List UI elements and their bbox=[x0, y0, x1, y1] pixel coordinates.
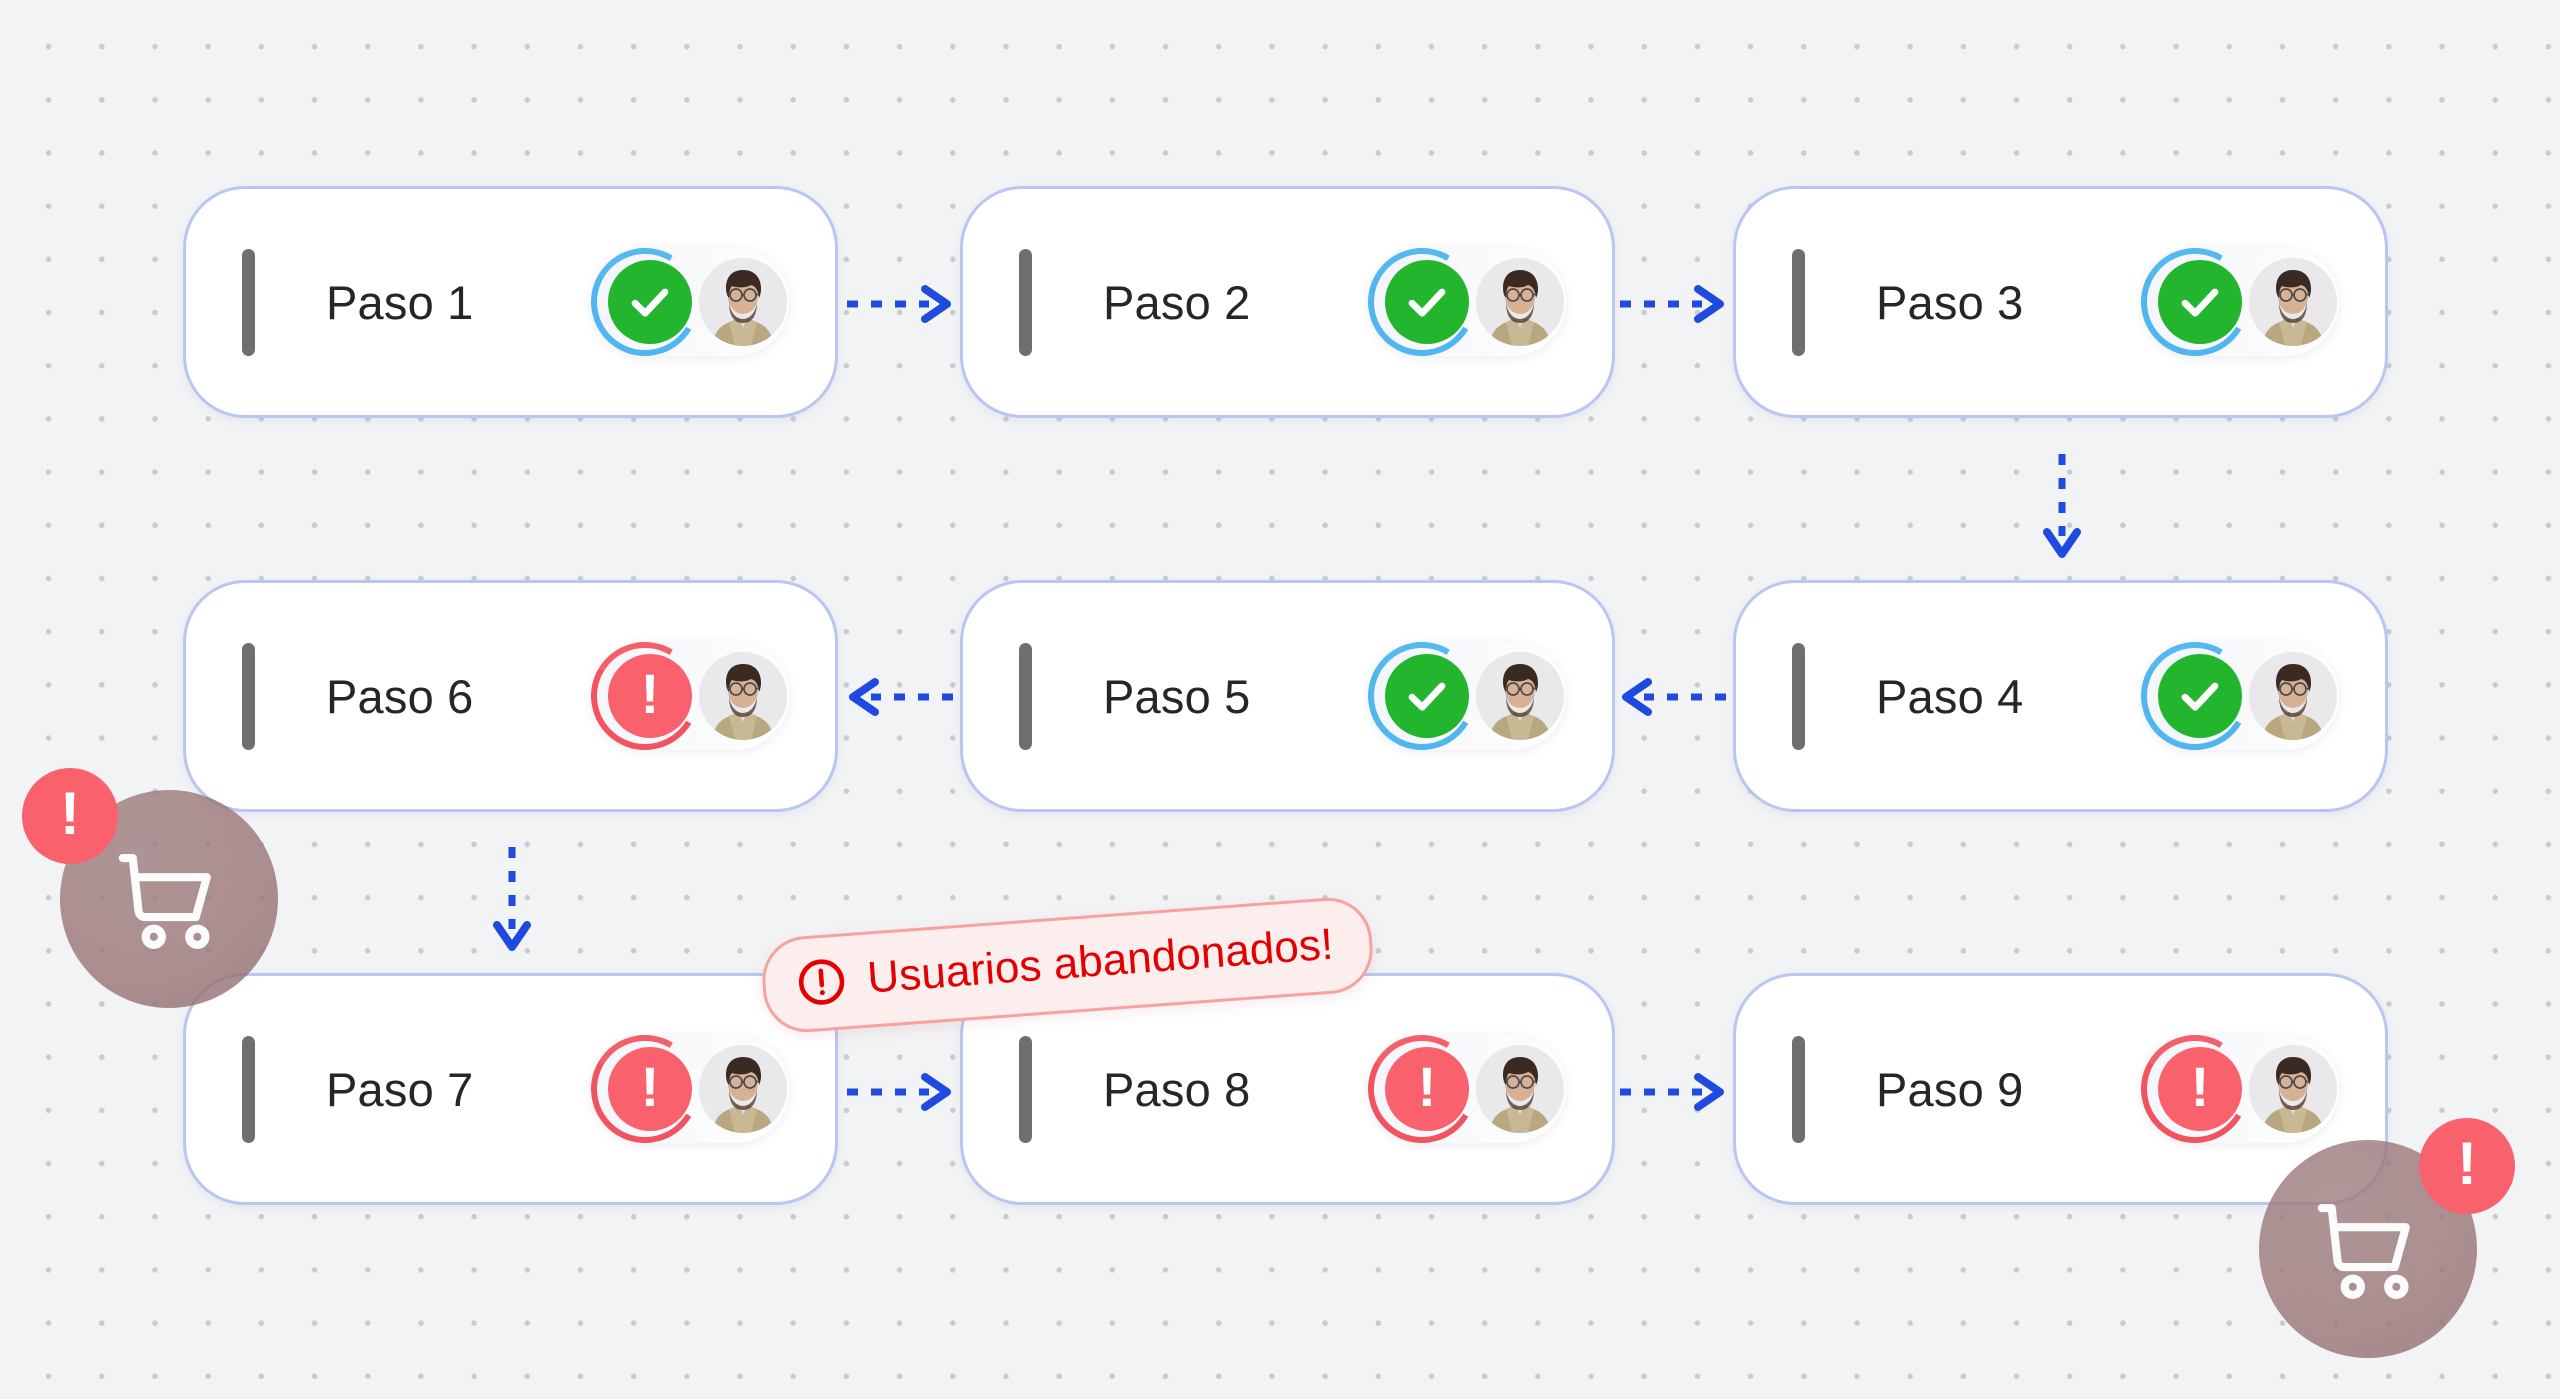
user-avatar[interactable] bbox=[699, 652, 787, 740]
card-label: Paso 8 bbox=[1103, 1062, 1251, 1116]
arrow-left-icon bbox=[1618, 675, 1728, 719]
step-card-paso-1[interactable]: Paso 1 bbox=[183, 186, 838, 418]
status-cluster[interactable]: ! bbox=[2129, 1023, 2339, 1155]
exclamation-icon: ! bbox=[608, 1047, 692, 1131]
user-avatar[interactable] bbox=[699, 1045, 787, 1133]
exclamation-icon: ! bbox=[1385, 1047, 1469, 1131]
exclamation-icon: ! bbox=[22, 768, 118, 864]
card-accent-bar bbox=[1019, 1035, 1032, 1143]
user-avatar[interactable] bbox=[2249, 258, 2337, 346]
user-avatar[interactable] bbox=[2249, 1045, 2337, 1133]
card-accent-bar bbox=[1792, 642, 1805, 750]
status-cluster[interactable] bbox=[2129, 236, 2339, 368]
arrow-right-icon bbox=[845, 282, 955, 326]
exclamation-icon: ! bbox=[2419, 1118, 2515, 1214]
user-avatar[interactable] bbox=[699, 258, 787, 346]
user-avatar[interactable] bbox=[2249, 652, 2337, 740]
check-icon bbox=[608, 260, 692, 344]
tooltip-label: Usuarios abandonados! bbox=[865, 919, 1335, 1003]
card-label: Paso 1 bbox=[326, 275, 474, 329]
arrow-right-icon bbox=[1618, 282, 1728, 326]
arrow-right-icon bbox=[1618, 1070, 1728, 1114]
status-cluster[interactable]: ! bbox=[1356, 1023, 1566, 1155]
check-icon bbox=[2158, 654, 2242, 738]
card-label: Paso 7 bbox=[326, 1062, 474, 1116]
user-avatar[interactable] bbox=[1476, 652, 1564, 740]
status-cluster[interactable] bbox=[1356, 236, 1566, 368]
card-accent-bar bbox=[1019, 248, 1032, 356]
arrow-down-icon bbox=[2040, 452, 2084, 562]
step-card-paso-7[interactable]: Paso 7! bbox=[183, 973, 838, 1205]
card-label: Paso 2 bbox=[1103, 275, 1251, 329]
card-accent-bar bbox=[242, 1035, 255, 1143]
arrow-down-icon bbox=[490, 845, 534, 955]
card-label: Paso 5 bbox=[1103, 669, 1251, 723]
step-card-paso-5[interactable]: Paso 5 bbox=[960, 580, 1615, 812]
card-accent-bar bbox=[1792, 248, 1805, 356]
step-card-paso-6[interactable]: Paso 6! bbox=[183, 580, 838, 812]
card-accent-bar bbox=[242, 642, 255, 750]
user-avatar[interactable] bbox=[1476, 1045, 1564, 1133]
card-label: Paso 6 bbox=[326, 669, 474, 723]
card-label: Paso 9 bbox=[1876, 1062, 2024, 1116]
card-accent-bar bbox=[1019, 642, 1032, 750]
check-icon bbox=[2158, 260, 2242, 344]
status-cluster[interactable]: ! bbox=[579, 630, 789, 762]
step-card-paso-3[interactable]: Paso 3 bbox=[1733, 186, 2388, 418]
card-label: Paso 3 bbox=[1876, 275, 2024, 329]
abandoned-users-tooltip: Usuarios abandonados! bbox=[759, 894, 1376, 1036]
status-cluster[interactable] bbox=[2129, 630, 2339, 762]
exclamation-icon: ! bbox=[2158, 1047, 2242, 1131]
user-avatar[interactable] bbox=[1476, 258, 1564, 346]
exclamation-icon: ! bbox=[608, 654, 692, 738]
card-label: Paso 4 bbox=[1876, 669, 2024, 723]
arrow-left-icon bbox=[845, 675, 955, 719]
check-icon bbox=[1385, 260, 1469, 344]
status-cluster[interactable]: ! bbox=[579, 1023, 789, 1155]
alert-circle-icon bbox=[794, 954, 850, 1010]
step-card-paso-2[interactable]: Paso 2 bbox=[960, 186, 1615, 418]
step-card-paso-9[interactable]: Paso 9! bbox=[1733, 973, 2388, 1205]
arrow-right-icon bbox=[845, 1070, 955, 1114]
check-icon bbox=[1385, 654, 1469, 738]
status-cluster[interactable] bbox=[1356, 630, 1566, 762]
step-card-paso-4[interactable]: Paso 4 bbox=[1733, 580, 2388, 812]
status-cluster[interactable] bbox=[579, 236, 789, 368]
card-accent-bar bbox=[242, 248, 255, 356]
card-accent-bar bbox=[1792, 1035, 1805, 1143]
